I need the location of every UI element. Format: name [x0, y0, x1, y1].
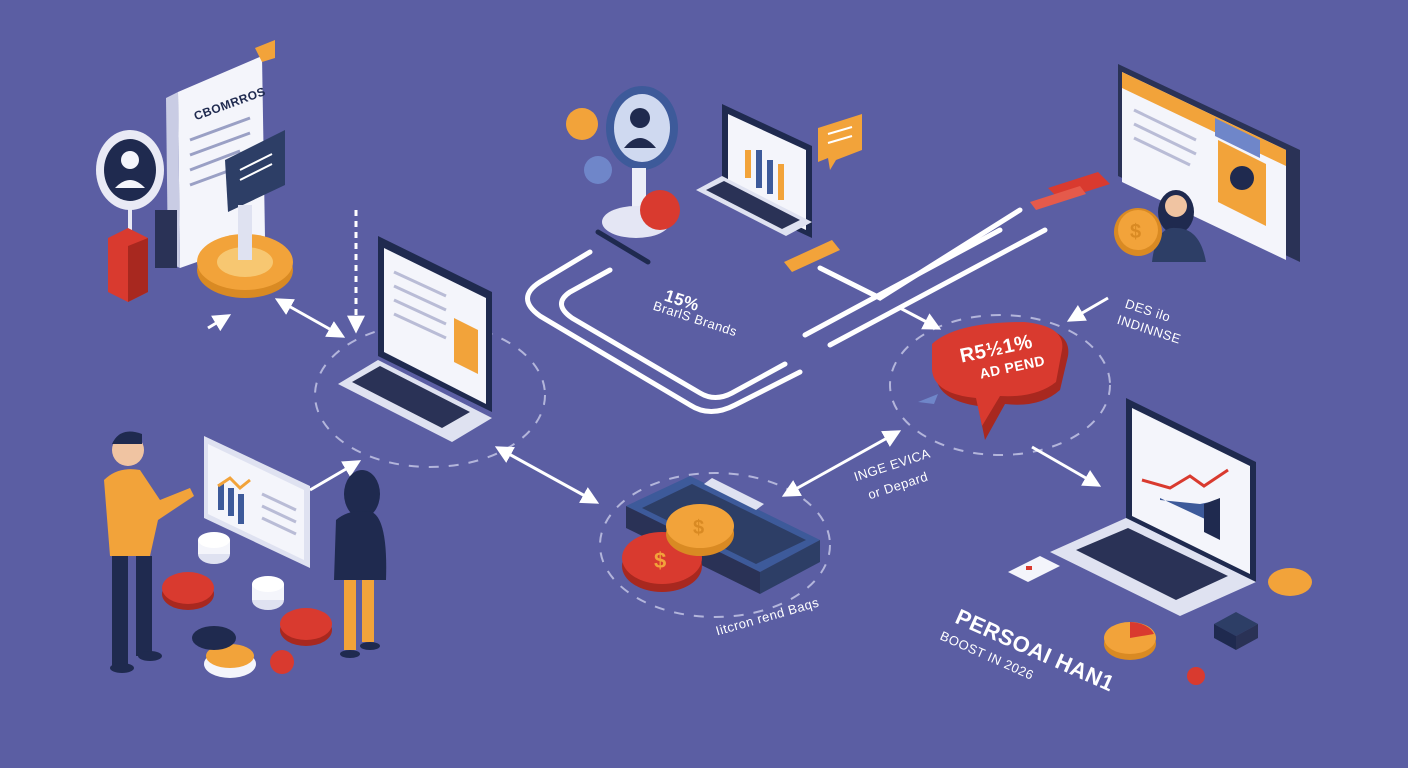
- navy-cube: [1214, 612, 1258, 650]
- laptop-chart-top: [696, 104, 812, 238]
- dollar-icon: [666, 504, 734, 548]
- svg-text:$: $: [654, 548, 666, 573]
- presenter-person: [104, 431, 194, 673]
- arrows: [207, 210, 1109, 504]
- red-cards: [1030, 172, 1110, 210]
- arrow-phone-bubble: [781, 430, 902, 497]
- laptop-bottom-right: [1050, 398, 1256, 616]
- podium-orange: [197, 205, 293, 298]
- arrow-small-1: [207, 314, 232, 332]
- doc-tab-icon: [255, 40, 275, 62]
- profile-stand: [566, 86, 680, 265]
- ring-bubble: [889, 314, 1111, 456]
- arrow-chart-laptop: [309, 460, 362, 492]
- card-orange: [784, 240, 840, 272]
- flow-paths: [525, 207, 1048, 414]
- arrow-laptop-phone: [494, 446, 600, 504]
- small-device: [1008, 556, 1060, 582]
- person-avatar-icon: [96, 130, 164, 238]
- arrow-right-note: [1066, 296, 1109, 322]
- smartphone-wallet: $ $: [622, 476, 820, 594]
- speech-bubble-icon: [818, 114, 862, 170]
- coin-right: [1268, 568, 1312, 596]
- small-arrow-marker: [918, 394, 938, 404]
- dark-block: [155, 210, 177, 268]
- flow-line-right-3: [802, 227, 1003, 338]
- bar-chart-icon: [218, 484, 224, 510]
- person-with-coin: $: [1114, 190, 1206, 262]
- flow-line-right-2: [827, 227, 1048, 348]
- flow-line-right-1: [817, 207, 1023, 301]
- chart-board: [204, 436, 310, 568]
- chat-panel-icon: [225, 130, 285, 212]
- ring-phone: [599, 472, 831, 618]
- laptop-center: [338, 236, 492, 442]
- svg-text:$: $: [693, 517, 704, 539]
- red-bar-pillar: [108, 228, 148, 302]
- ad-spend-bubble: [932, 322, 1069, 440]
- flow-loop-inner: [559, 267, 788, 400]
- arrow-into-bubble: [899, 306, 942, 330]
- floor-tokens: [162, 532, 332, 678]
- flow-loop-outer: [525, 249, 803, 414]
- pie-chart-icon: [1104, 622, 1156, 660]
- svg-text:$: $: [1130, 221, 1141, 243]
- arrow-bubble-laptop: [1031, 445, 1102, 487]
- arrow-doc-laptop: [274, 298, 346, 338]
- woman-person: [334, 470, 387, 658]
- browser-panel: [1118, 64, 1300, 262]
- red-dot: [1187, 667, 1205, 685]
